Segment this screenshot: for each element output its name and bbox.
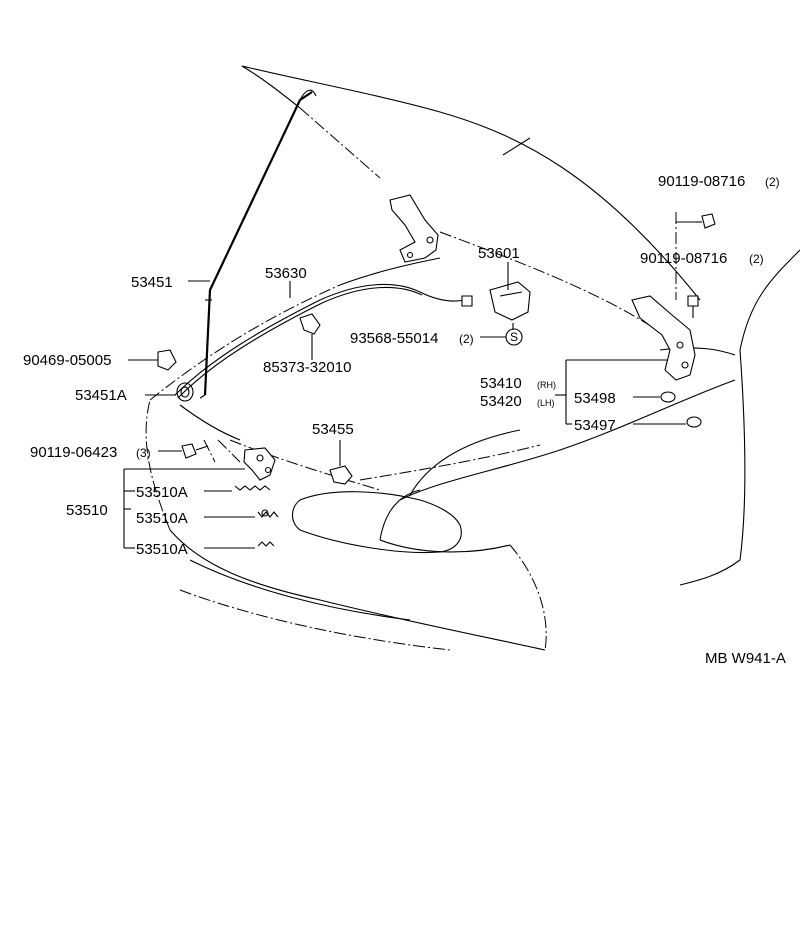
hinge-bolts [687, 213, 716, 318]
label-53630: 53630 [265, 265, 307, 282]
label-90119-08716-top-qty: (2) [765, 175, 780, 189]
hood-panel [241, 65, 701, 333]
hood-hinge [631, 295, 696, 381]
rod-clamp [157, 349, 177, 371]
label-53498: 53498 [574, 390, 616, 407]
hood-lock-striker [389, 194, 439, 263]
cable-bracket [329, 465, 353, 485]
label-93568-55014-qty: (2) [459, 332, 474, 346]
label-90469-05005: 90469-05005 [23, 352, 111, 369]
lock-springs [234, 485, 279, 547]
hood-lock-assembly [243, 447, 276, 481]
label-90119-06423: 90119-06423 [30, 444, 117, 461]
hood-support-rod [199, 89, 317, 399]
car-body [145, 249, 800, 651]
label-53420: 53420 [480, 393, 522, 410]
label-53451A: 53451A [75, 387, 127, 404]
label-53510: 53510 [66, 502, 108, 519]
label-53510A-3: 53510A [136, 541, 188, 558]
label-53410: 53410 [480, 375, 522, 392]
label-53420-side: (LH) [537, 398, 555, 408]
label-53510A-2: 53510A [136, 510, 188, 527]
label-90119-08716-bottom-qty: (2) [749, 252, 764, 266]
leader-lines [123, 212, 696, 549]
sealant-mark: S [505, 328, 523, 346]
label-53497: 53497 [574, 417, 616, 434]
label-90119-08716-top: 90119-08716 [658, 173, 745, 190]
label-53510A-1: 53510A [136, 484, 188, 501]
label-53451: 53451 [131, 274, 173, 291]
label-53601: 53601 [478, 245, 520, 262]
release-cable [174, 283, 473, 441]
label-53455: 53455 [312, 421, 354, 438]
part-labels: 53451 53630 53601 90119-08716 (2) 90119-… [23, 173, 786, 667]
label-53410-side: (RH) [537, 380, 556, 390]
label-85373-32010: 85373-32010 [263, 359, 351, 376]
hinge-washers [660, 391, 702, 428]
cable-clip [299, 313, 321, 335]
label-90119-08716-bottom: 90119-08716 [640, 250, 727, 267]
figure-code: MB W941-A [705, 650, 786, 667]
sealant-mark-letter: S [510, 330, 518, 344]
label-90119-06423-qty: (3) [136, 446, 151, 460]
hood-lock-bracket [489, 281, 531, 321]
label-93568-55014: 93568-55014 [350, 330, 438, 347]
lock-bolt [181, 443, 209, 459]
